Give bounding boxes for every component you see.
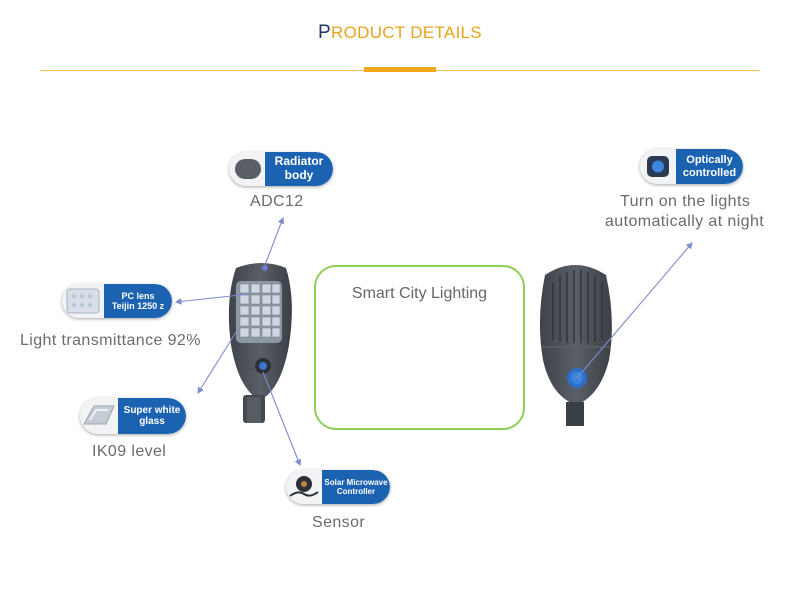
optical-caption-line2: automatically at night [605,213,765,230]
optically-controlled-badge: Optically controlled [640,149,743,184]
streetlight-back-view [539,265,612,426]
pc-lens-badge: PC lens Teijin 1250 z [62,284,172,318]
title-underline-accent [364,67,436,72]
radiator-caption: ADC12 [250,193,304,210]
sensor-caption: Sensor [312,514,366,531]
radiator-icon [229,152,265,186]
pointer-radiator [264,216,285,266]
pointer-pc-lens [174,293,251,305]
page-title: PRODUCT DETAILS [318,22,482,43]
super-white-glass-badge: Super white glass [80,398,186,434]
sensor-icon [286,470,322,504]
radiator-body-badge: Radiator body [229,152,333,186]
pointer-glass [197,328,239,394]
glass-icon [80,398,118,434]
pointer-sensor [262,371,302,467]
pc-lens-caption: Light transmittance 92% [20,332,201,349]
optical-caption-line1: Turn on the lights [620,193,751,210]
lens-icon [62,284,104,318]
glass-caption: IK09 level [92,443,167,460]
photocell-icon [640,149,676,184]
smart-city-lighting-title: Smart City Lighting [351,285,488,302]
solar-microwave-controller-badge: Solar Microwave Controller [286,470,390,504]
pointer-optical [576,242,693,379]
streetlight-front-view [228,263,292,423]
smart-city-lighting-frame: Smart City Lighting [314,265,525,430]
